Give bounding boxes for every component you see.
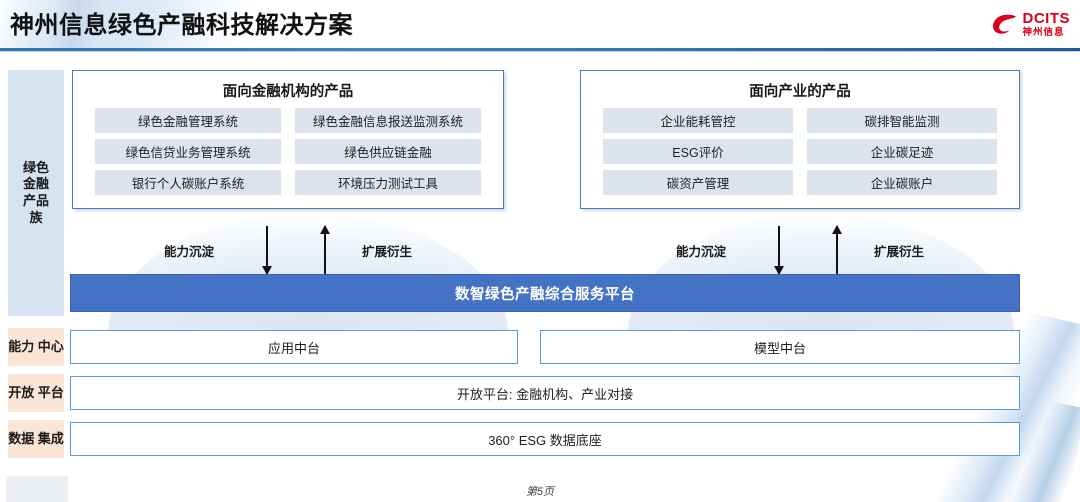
flow-label-expansion-derivation: 扩展衍生 — [362, 244, 413, 259]
layer-data-foundation[interactable]: 360° ESG 数据底座 — [70, 422, 1020, 456]
arrow-down-icon — [772, 226, 786, 275]
header-divider — [0, 48, 1080, 51]
arrow-up-icon — [318, 225, 332, 274]
sidebar-item-open-platform[interactable]: 开放 平台 — [8, 374, 64, 412]
slide-header — [0, 0, 1080, 48]
sidebar-item-data-integration[interactable]: 数据 集成 — [8, 420, 64, 458]
page-title: 神州信息绿色产融科技解决方案 — [10, 12, 353, 39]
sidebar-label-product-family: 绿色 金融 产品 族 — [22, 159, 49, 225]
product-chip[interactable]: 绿色金融管理系统 — [95, 108, 281, 133]
sidebar-label-open-platform: 开放 平台 — [8, 384, 64, 400]
panel-title-financial: 面向金融机构的产品 — [222, 84, 354, 100]
flow-label-capability-precipitation: 能力沉淀 — [675, 244, 726, 259]
dcits-swoosh-icon — [992, 14, 1016, 34]
layer-open-platform[interactable]: 开放平台: 金融机构、产业对接 — [70, 376, 1020, 410]
panel-title-industry: 面向产业的产品 — [749, 84, 851, 100]
flow-group-left: 能力沉淀 扩展衍生 — [72, 222, 504, 278]
layer-label: 应用中台 — [267, 340, 320, 356]
platform-bar[interactable]: 数智绿色产融综合服务平台 — [70, 274, 1020, 312]
logo-text-block: DCITS 神州信息 — [1023, 11, 1071, 38]
panel-industry-products: 面向产业的产品 企业能耗管控 碳排智能监测 ESG评价 企业碳足迹 碳资产管理 … — [580, 70, 1020, 209]
layer-label: 模型中台 — [753, 340, 806, 356]
arrow-down-icon — [260, 226, 274, 275]
flow-label-capability-precipitation: 能力沉淀 — [163, 244, 214, 259]
header-divider-secondary — [0, 51, 1080, 52]
platform-bar-label: 数智绿色产融综合服务平台 — [455, 286, 635, 303]
logo-en-text: DCITS — [1022, 9, 1070, 27]
product-chip[interactable]: 碳排智能监测 — [807, 108, 997, 133]
product-chip[interactable]: ESG评价 — [603, 139, 793, 164]
layer-model-middle-platform[interactable]: 模型中台 — [540, 330, 1020, 364]
layer-label: 开放平台: 金融机构、产业对接 — [456, 386, 634, 402]
dcits-logo: DCITS 神州信息 — [992, 8, 1071, 40]
product-chip[interactable]: 绿色信贷业务管理系统 — [95, 139, 281, 164]
flow-label-expansion-derivation: 扩展衍生 — [874, 244, 925, 259]
product-chip[interactable]: 碳资产管理 — [603, 170, 793, 195]
product-chip[interactable]: 绿色金融信息报送监测系统 — [295, 108, 481, 133]
chip-grid-industry: 企业能耗管控 碳排智能监测 ESG评价 企业碳足迹 碳资产管理 企业碳账户 — [581, 108, 1019, 195]
product-chip[interactable]: 环境压力测试工具 — [295, 170, 481, 195]
product-chip[interactable]: 绿色供应链金融 — [295, 139, 481, 164]
product-chip[interactable]: 企业碳账户 — [807, 170, 997, 195]
panel-financial-institution-products: 面向金融机构的产品 绿色金融管理系统 绿色金融信息报送监测系统 绿色信贷业务管理… — [72, 70, 504, 209]
layer-application-middle-platform[interactable]: 应用中台 — [70, 330, 518, 364]
sidebar-item-ability-center[interactable]: 能力 中心 — [8, 328, 64, 366]
page-number: 第5页 — [525, 486, 555, 498]
flow-group-right: 能力沉淀 扩展衍生 — [580, 222, 1020, 278]
sidebar-label-ability-center: 能力 中心 — [8, 338, 64, 354]
layer-label: 360° ESG 数据底座 — [488, 432, 602, 448]
chip-grid-financial: 绿色金融管理系统 绿色金融信息报送监测系统 绿色信贷业务管理系统 绿色供应链金融… — [73, 108, 503, 195]
sidebar-item-green-finance-product-family[interactable]: 绿色 金融 产品 族 — [8, 70, 64, 316]
product-chip[interactable]: 企业能耗管控 — [603, 108, 793, 133]
product-chip[interactable]: 银行个人碳账户系统 — [95, 170, 281, 195]
sidebar-label-data-integration: 数据 集成 — [8, 430, 64, 446]
product-chip[interactable]: 企业碳足迹 — [807, 139, 997, 164]
logo-cn-text: 神州信息 — [1022, 26, 1065, 38]
arrow-up-icon — [830, 225, 844, 274]
corner-decoration-bottom-left — [6, 476, 68, 502]
